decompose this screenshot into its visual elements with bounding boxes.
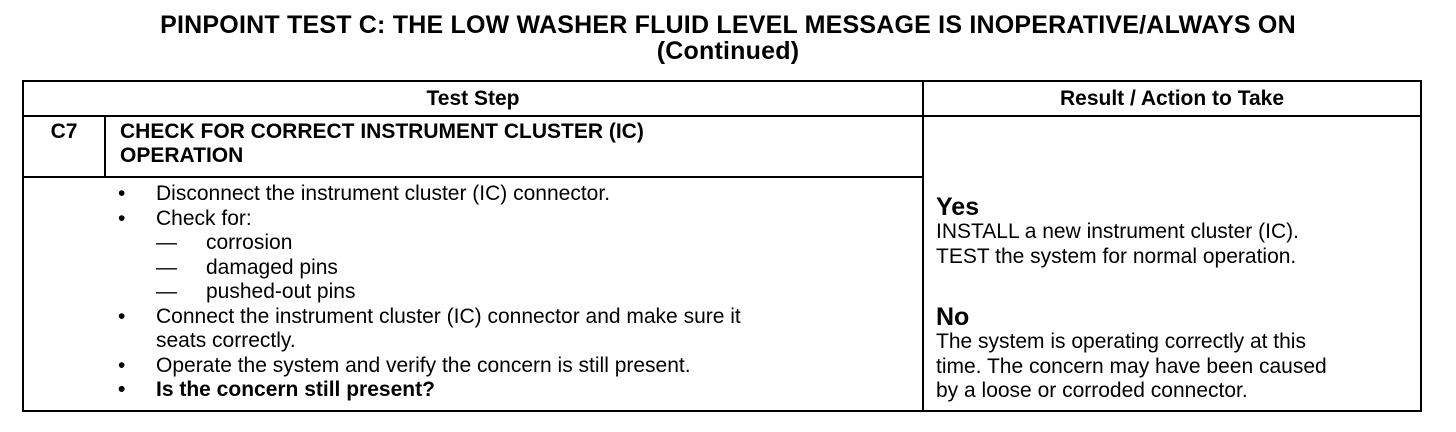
title-line-1: PINPOINT TEST C: THE LOW WASHER FLUID LE… bbox=[160, 11, 1296, 39]
instruction-text: Connect the instrument cluster (IC) conn… bbox=[156, 305, 916, 354]
bullet-icon: • bbox=[118, 206, 126, 230]
instruction-line: Connect the instrument cluster (IC) conn… bbox=[156, 304, 741, 328]
instruction-text: Operate the system and verify the concer… bbox=[156, 353, 691, 377]
sub-list-item: — corrosion bbox=[116, 231, 916, 256]
step-id: C7 bbox=[50, 120, 78, 143]
document-title: PINPOINT TEST C: THE LOW WASHER FLUID LE… bbox=[0, 12, 1456, 64]
result-no-line: The system is operating correctly at thi… bbox=[936, 330, 1306, 353]
result-no-line: time. The concern may have been caused bbox=[936, 354, 1327, 378]
dash-icon: — bbox=[156, 231, 177, 254]
step-title-line-2: OPERATION bbox=[120, 144, 244, 167]
instruction-text: Check for: bbox=[156, 206, 252, 230]
list-item: • Connect the instrument cluster (IC) co… bbox=[116, 305, 916, 354]
header-result-action: Result / Action to Take bbox=[1059, 87, 1285, 110]
sub-instruction-text: damaged pins bbox=[206, 255, 338, 279]
step-title-line-1: CHECK FOR CORRECT INSTRUMENT CLUSTER (IC… bbox=[120, 120, 644, 143]
step-title-divider bbox=[24, 176, 922, 178]
column-divider bbox=[922, 82, 924, 410]
table-header-row: Test Step Result / Action to Take bbox=[24, 82, 1420, 117]
question-text: Is the concern still present? bbox=[156, 378, 435, 401]
bullet-icon: • bbox=[118, 353, 126, 377]
result-yes-line: INSTALL a new instrument cluster (IC). bbox=[936, 220, 1299, 243]
pinpoint-test-table: Test Step Result / Action to Take C7 CHE… bbox=[22, 80, 1422, 412]
result-no-line: by a loose or corroded connector. bbox=[936, 379, 1248, 402]
result-no: No The system is operating correctly at … bbox=[936, 304, 1416, 404]
step-id-divider bbox=[104, 117, 106, 178]
list-item: • Disconnect the instrument cluster (IC)… bbox=[116, 182, 916, 207]
result-yes: Yes INSTALL a new instrument cluster (IC… bbox=[936, 194, 1416, 269]
bullet-icon: • bbox=[118, 378, 126, 401]
sub-instruction-text: corrosion bbox=[206, 231, 293, 254]
result-yes-label: Yes bbox=[936, 193, 980, 221]
bullet-icon: • bbox=[118, 182, 126, 205]
sub-list-item: — pushed-out pins bbox=[116, 280, 916, 305]
bullet-icon: • bbox=[118, 304, 126, 328]
sub-list-item: — damaged pins bbox=[116, 256, 916, 281]
sub-instruction-text: pushed-out pins bbox=[206, 280, 356, 303]
instruction-line: seats correctly. bbox=[156, 329, 296, 352]
title-line-2: (Continued) bbox=[656, 37, 800, 65]
step-instructions: • Disconnect the instrument cluster (IC)… bbox=[116, 182, 916, 403]
instruction-text: Disconnect the instrument cluster (IC) c… bbox=[156, 182, 611, 205]
step-title: CHECK FOR CORRECT INSTRUMENT CLUSTER (IC… bbox=[120, 120, 910, 168]
dash-icon: — bbox=[156, 255, 177, 279]
dash-icon: — bbox=[156, 280, 177, 303]
header-test-step: Test Step bbox=[426, 87, 520, 110]
list-item: • Operate the system and verify the conc… bbox=[116, 354, 916, 379]
result-no-label: No bbox=[936, 303, 970, 331]
result-yes-line: TEST the system for normal operation. bbox=[936, 244, 1297, 268]
list-item: • Is the concern still present? bbox=[116, 378, 916, 403]
list-item: • Check for: bbox=[116, 207, 916, 232]
